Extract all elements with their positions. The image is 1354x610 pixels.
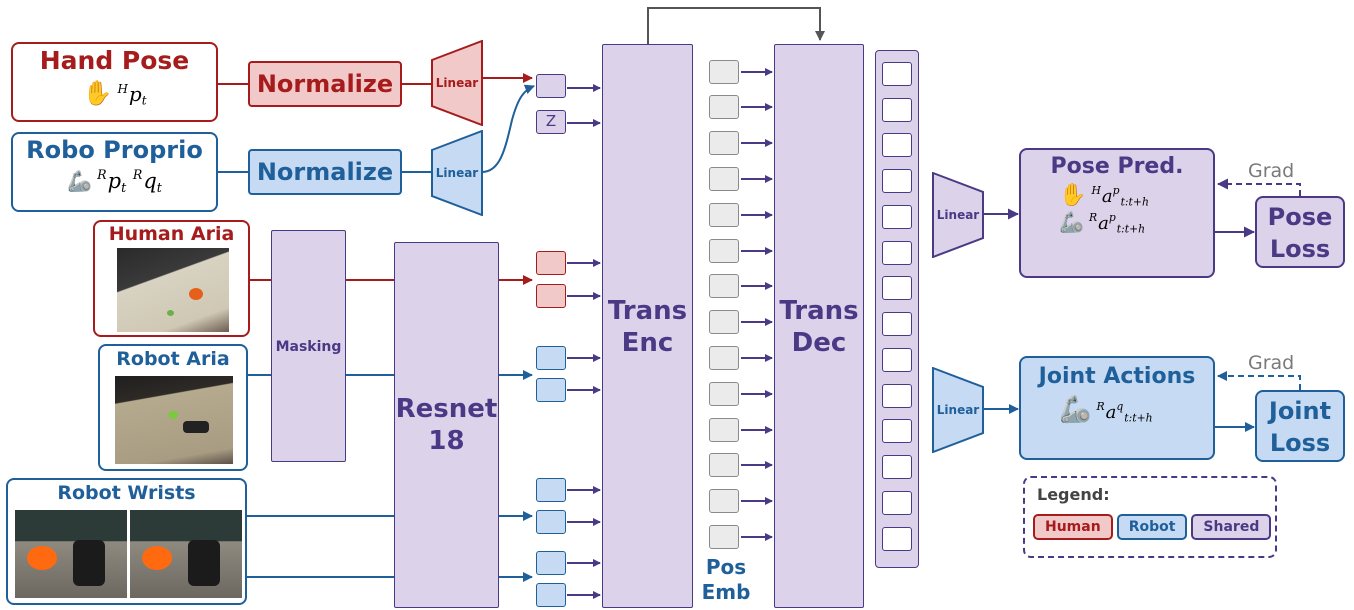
wrist-image-token [536,478,566,502]
hand-icon: ✋ [1059,183,1086,208]
robot-aria-title: Robot Aria [100,348,246,370]
pos-emb-token [709,274,739,298]
linear-robo-trapezoid: Linear [431,130,483,216]
pos-emb-token [709,453,739,477]
output-token [882,384,912,408]
hand-icon: ✋ [82,79,112,107]
output-token [882,276,912,300]
wrist-image-token [536,583,566,607]
hand-pose-formula: Hpt [117,82,146,106]
pos-emb-token [709,346,739,370]
hand-pose-input: Hand Pose ✋ Hpt [11,42,218,122]
pos-emb-token [709,525,739,549]
legend-shared: Shared [1191,514,1271,540]
transformer-encoder-block: Trans Enc [602,44,693,608]
trans-dec-sublabel: Dec [775,327,863,359]
proprio-token [536,74,566,98]
masking-block: Masking [271,230,346,462]
pos-emb-token [709,239,739,263]
robot-arm-icon: 🦾 [67,169,92,193]
wrist-camera-right-image [130,510,242,598]
resnet-label: Resnet [395,393,498,425]
legend-human: Human [1033,514,1113,540]
z-token: Z [536,110,566,134]
robo-proprio-formula: Rpt Rqt [97,169,162,193]
hand-pose-title: Hand Pose [13,46,216,75]
pos-emb-token [709,418,739,442]
pose-pred-block: Pose Pred. ✋ Hapt:t+h 🦾 Rapt:t+h [1019,148,1215,278]
output-token [882,98,912,122]
linear-hand-label: Linear [436,76,479,90]
grad-joint-label: Grad [1248,352,1294,374]
output-token [882,419,912,443]
pos-emb-label: Pos Emb [696,555,756,605]
joint-actions-block: Joint Actions 🦾 Raqt:t+h [1019,356,1215,460]
joint-action-formula: Raqt:t+h [1096,402,1152,423]
robot-aria-input: Robot Aria [98,344,248,471]
human-aria-title: Human Aria [95,223,248,245]
legend-robot: Robot [1117,514,1188,540]
linear-robo-label: Linear [436,166,479,180]
wrist-image-token [536,551,566,575]
human-image-token [536,284,566,308]
normalize-robo-block: Normalize [248,149,402,195]
human-aria-image [117,248,229,332]
pose-pred-title: Pose Pred. [1021,154,1213,179]
decoder-output-tokens [875,50,919,568]
output-token [882,62,912,86]
pos-emb-stack [709,60,741,550]
resnet-block: Resnet 18 [394,242,499,608]
pos-emb-token [709,489,739,513]
linear-pose-label: Linear [937,208,980,222]
wrist-image-token [536,510,566,534]
pos-emb-token [709,167,739,191]
pos-emb-token [709,95,739,119]
robot-aria-image [115,376,233,464]
pos-emb-token [709,203,739,227]
linear-joint-label: Linear [937,403,980,417]
robot-pose-formula: Rapt:t+h [1089,213,1145,234]
robo-proprio-input: Robo Proprio 🦾 Rpt Rqt [11,132,218,212]
linear-joint-trapezoid: Linear [932,367,984,453]
robot-wrists-input: Robot Wrists [6,478,247,605]
robot-image-token [536,346,566,370]
human-aria-input: Human Aria [93,220,250,337]
linear-pose-trapezoid: Linear [932,172,984,258]
human-image-token [536,251,566,275]
pos-emb-token [709,382,739,406]
grad-pose-label: Grad [1248,160,1294,182]
wrist-camera-left-image [15,510,127,598]
trans-enc-label: Trans [603,295,692,327]
normalize-hand-block: Normalize [248,61,402,107]
pos-emb-token [709,60,739,84]
trans-dec-label: Trans [775,295,863,327]
legend-title: Legend: [1037,485,1275,504]
output-token [882,491,912,515]
robot-arm-icon: 🦾 [1059,210,1084,234]
transformer-decoder-block: Trans Dec [774,44,864,608]
output-token [882,527,912,551]
resnet-number: 18 [395,425,498,457]
output-token [882,205,912,229]
joint-actions-title: Joint Actions [1021,364,1213,389]
output-token [882,133,912,157]
pos-emb-token [709,131,739,155]
output-token [882,169,912,193]
human-pose-formula: Hapt:t+h [1092,186,1149,207]
output-token [882,241,912,265]
robot-arm-icon: 🦾 [1059,395,1091,425]
robo-proprio-title: Robo Proprio [13,136,216,164]
trans-enc-sublabel: Enc [603,327,692,359]
output-token [882,312,912,336]
robot-wrists-title: Robot Wrists [8,482,245,504]
robot-image-token [536,378,566,402]
joint-loss-block: Joint Loss [1255,390,1345,462]
pose-loss-block: Pose Loss [1255,196,1345,268]
linear-hand-trapezoid: Linear [431,40,483,126]
output-token [882,348,912,372]
output-token [882,455,912,479]
pos-emb-token [709,310,739,334]
